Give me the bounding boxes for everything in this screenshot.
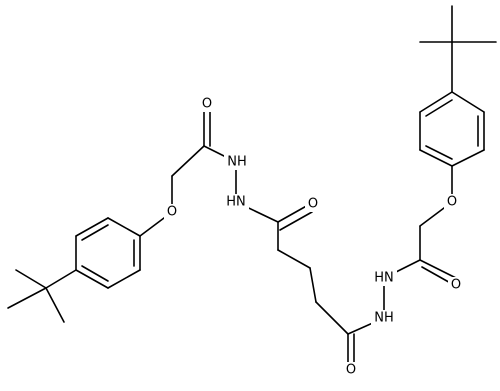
central-chain bbox=[277, 203, 385, 369]
atom-o-ether-right: O bbox=[444, 194, 460, 210]
atom-nh-left-a: NH bbox=[224, 154, 250, 170]
atom-label: O bbox=[451, 278, 461, 293]
atom-label: O bbox=[167, 205, 177, 220]
atom-label: O bbox=[346, 363, 356, 378]
linker-left bbox=[139, 103, 279, 237]
atom-nh-right-a: NH bbox=[371, 310, 397, 326]
atom-nh-right-b: HN bbox=[371, 270, 397, 286]
atom-label: HN bbox=[226, 195, 246, 210]
atom-label: O bbox=[202, 97, 212, 112]
atom-label: NH bbox=[227, 155, 247, 170]
atom-label: NH bbox=[374, 311, 394, 326]
linker-right bbox=[383, 165, 457, 319]
atom-o-ether-left: O bbox=[164, 204, 180, 220]
tert-butyl-right bbox=[419, 5, 497, 93]
atom-label: O bbox=[308, 197, 318, 212]
atom-o-carbonyl-left: O bbox=[199, 96, 215, 112]
atom-o-carbonyl-bottom: O bbox=[343, 362, 359, 378]
atom-o-carbonyl-center: O bbox=[305, 196, 321, 212]
benzene-ring-left bbox=[75, 217, 141, 289]
atom-nh-left-b: HN bbox=[223, 194, 249, 210]
atom-o-carbonyl-right: O bbox=[448, 277, 464, 293]
atom-label: O bbox=[447, 195, 457, 210]
atom-label: HN bbox=[374, 271, 394, 286]
benzene-ring-right bbox=[419, 91, 485, 167]
tert-butyl-left bbox=[7, 269, 77, 323]
